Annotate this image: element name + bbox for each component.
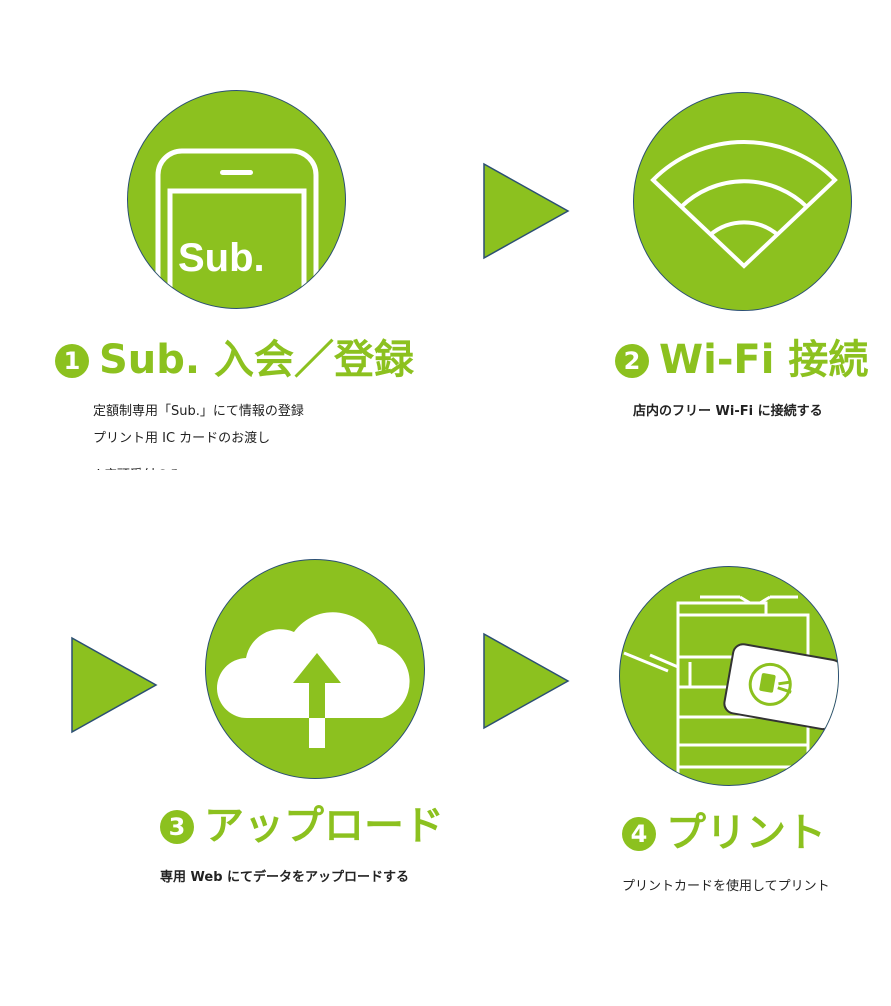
step2-number-badge: 2 [615,344,649,378]
step3-number-badge: 3 [160,810,194,844]
step2-title: 2 Wi-Fi 接続 [615,340,868,380]
step1-description: 定額制専用「Sub.」にて情報の登録 プリント用 IC カードのお渡し ※店頭受… [93,398,304,470]
wifi-icon [650,140,838,269]
step3-circle [205,559,425,779]
step2-desc-line-1: 店内のフリー Wi-Fi に接続する [633,404,823,419]
screen-label: Sub. [178,236,265,280]
step1-title: 1 Sub. 入会／登録 [55,340,414,380]
cloud-upload-icon [216,612,410,748]
step4-title-text: プリント [666,810,826,856]
step1-desc-line-1: 定額制専用「Sub.」にて情報の登録 [93,404,304,419]
step3-desc-line-1: 専用 Web にてデータをアップロードする [160,870,410,885]
printer-card-icon [623,595,838,785]
smartphone-icon: Sub. [155,148,319,308]
step1-circle: Sub. [127,90,346,309]
arrow-right-1 [483,162,570,260]
step1-number-badge: 1 [55,344,89,378]
step3-title-text: アップロード [204,803,444,849]
step4-number-badge: 4 [622,817,656,851]
step1-desc-line-2: プリント用 IC カードのお渡し [93,431,271,446]
step2-circle [633,92,852,311]
step4-description: プリントカードを使用してプリント [622,873,830,900]
step2-description: 店内のフリー Wi-Fi に接続する [633,398,823,425]
step3-title: 3 アップロード [160,806,444,846]
step4-circle [619,566,839,786]
arrow-right-3 [483,632,570,730]
step4-desc-line-1: プリントカードを使用してプリント [622,879,830,894]
arrow-right-2 [71,636,158,734]
step1-desc-line-3: ※店頭受付のみ [93,452,304,470]
step1-title-text: Sub. 入会／登録 [99,337,415,383]
step4-title: 4 プリント [622,813,826,853]
step3-description: 専用 Web にてデータをアップロードする [160,864,409,891]
step2-title-text: Wi-Fi 接続 [659,337,869,383]
